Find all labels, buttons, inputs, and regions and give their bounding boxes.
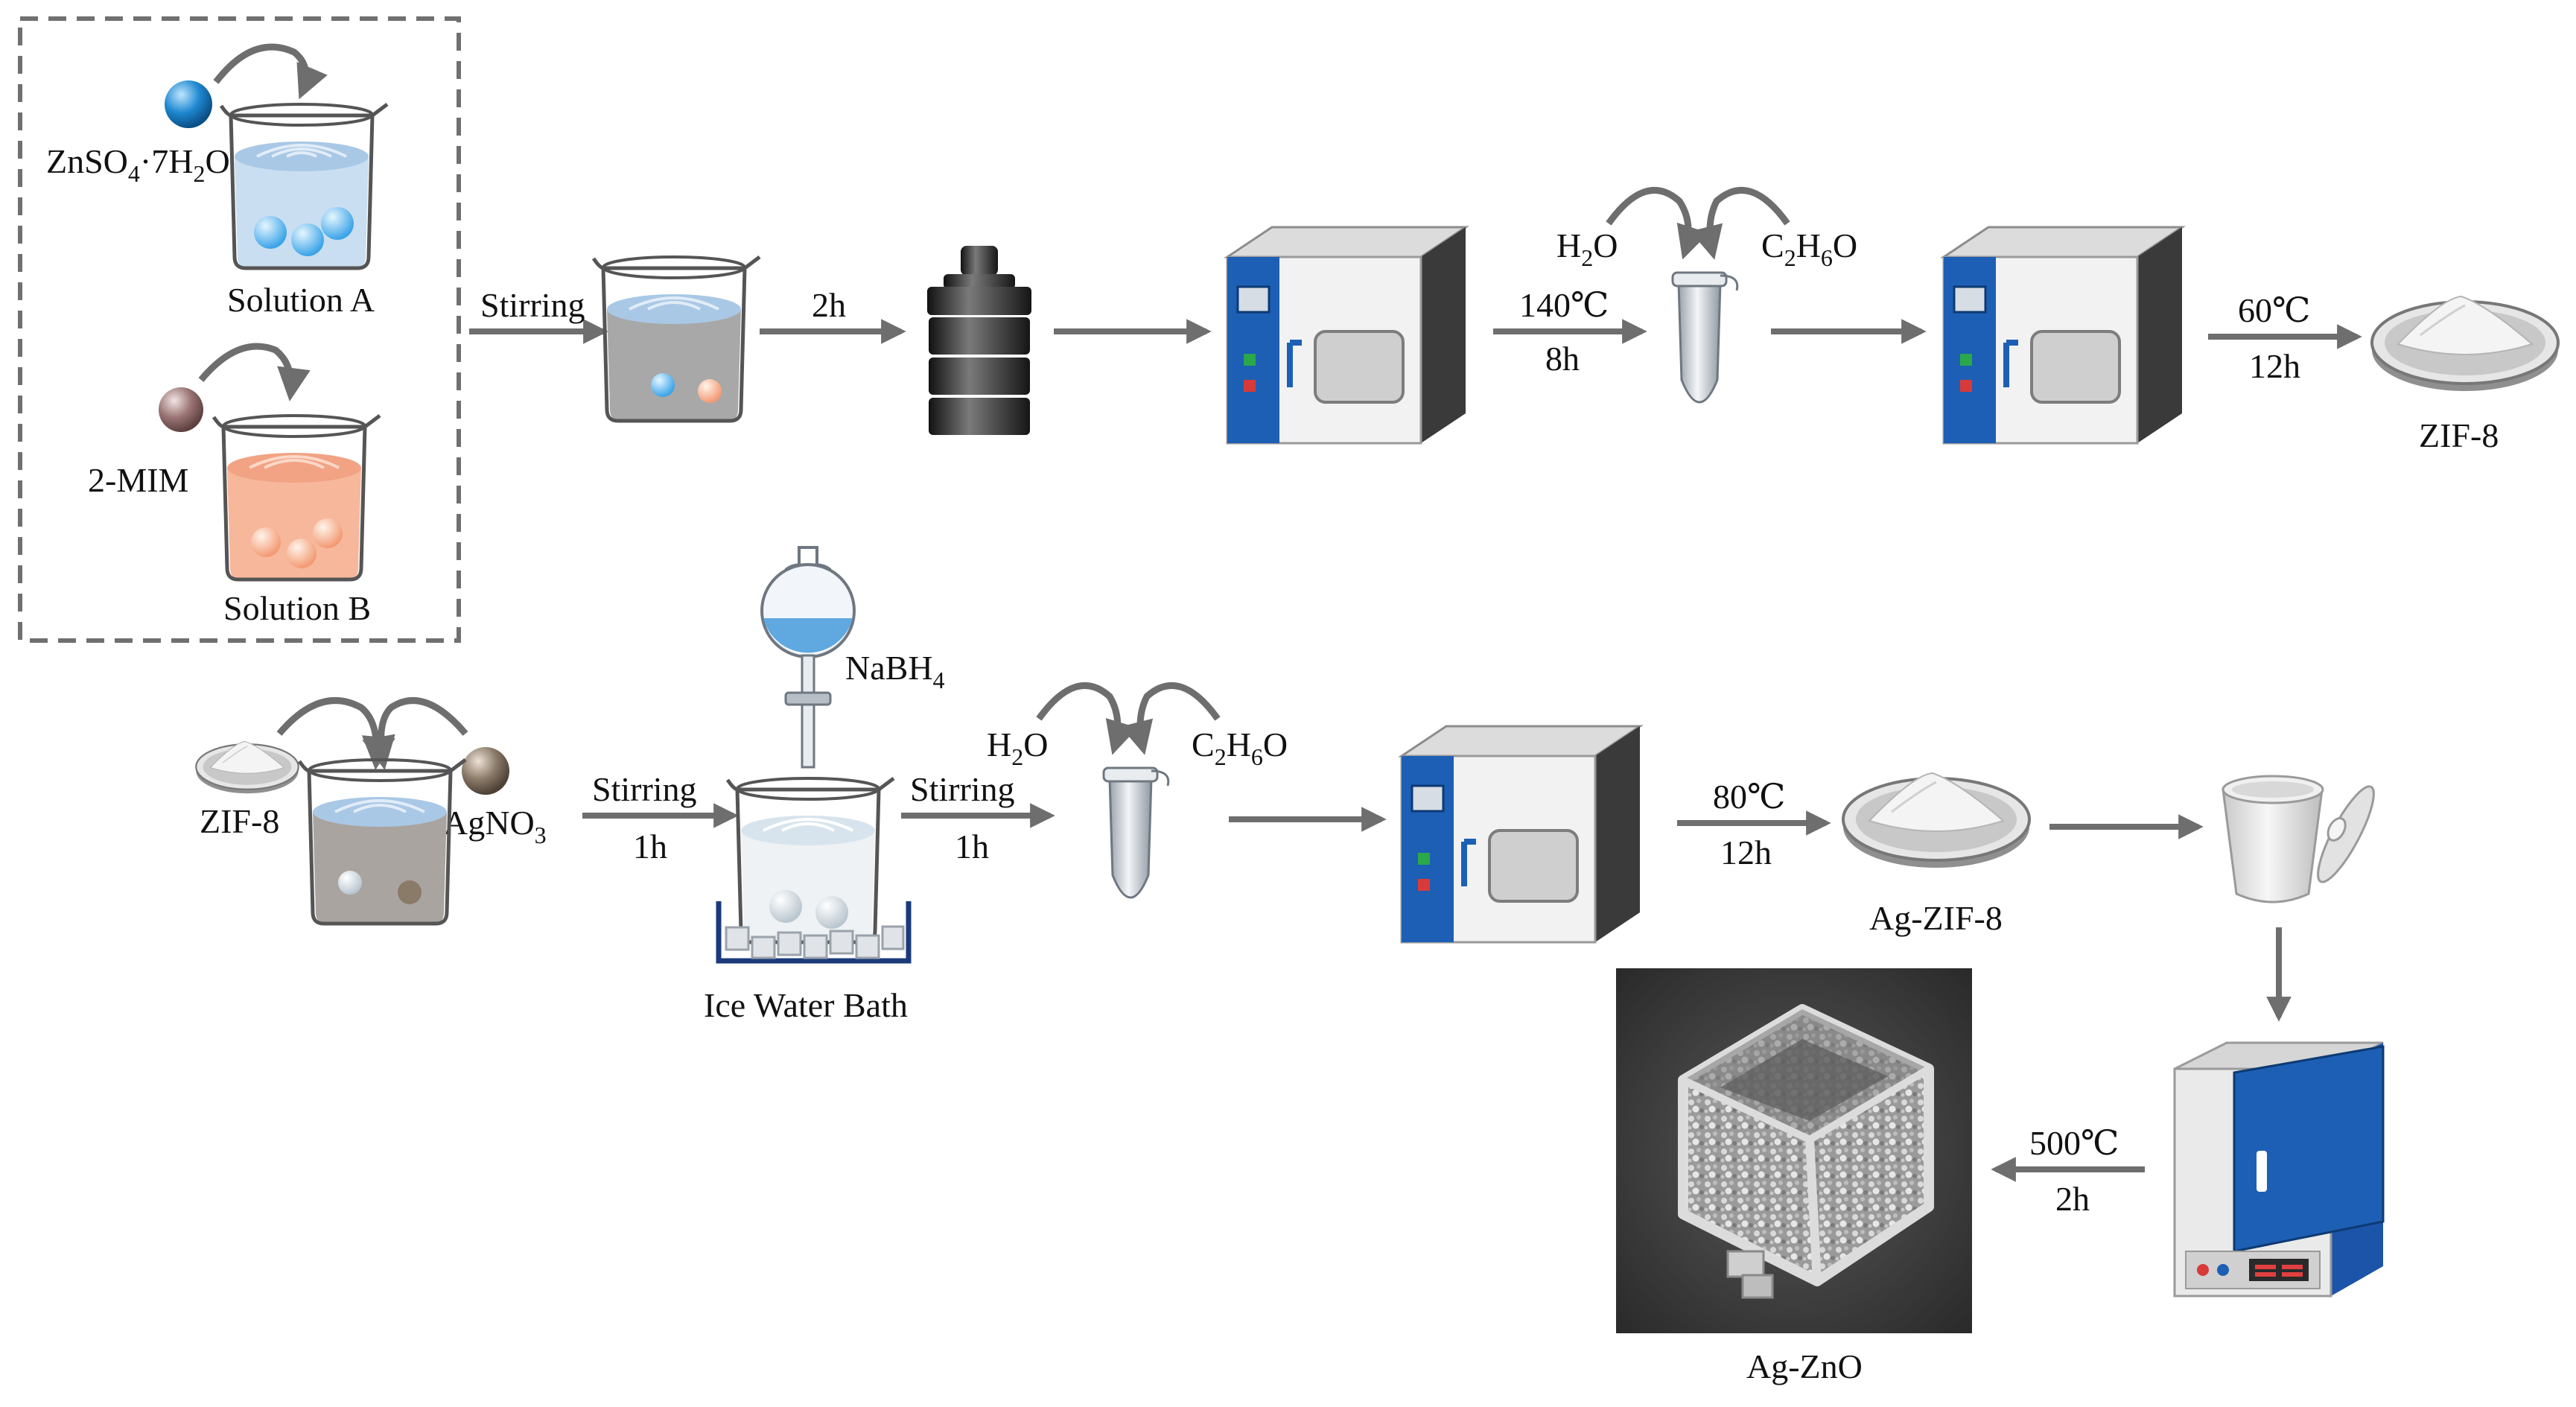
zif8-product-label: ZIF-8 xyxy=(2419,416,2499,454)
temp-60-label: 60℃ xyxy=(2238,291,2310,329)
drying-oven-icon xyxy=(1402,726,1640,942)
time-8h-label: 8h xyxy=(1545,340,1580,378)
add-arrow-icon xyxy=(1690,187,1790,260)
solution-a-label: Solution A xyxy=(227,281,375,319)
ice-bath-label: Ice Water Bath xyxy=(704,986,908,1024)
add-arrow-icon xyxy=(1120,682,1221,755)
stirring-label-2: Stirring xyxy=(592,770,697,808)
nabh4-label: NaBH4 xyxy=(845,649,945,693)
beaker-icon xyxy=(221,104,387,268)
separatory-funnel-icon xyxy=(760,546,856,769)
time-12h-label: 12h xyxy=(2249,347,2300,385)
time-1h-label-2: 1h xyxy=(955,828,989,866)
add-arrow-icon xyxy=(276,697,395,770)
ag-zno-label: Ag-ZnO xyxy=(1746,1347,1863,1385)
time-12h-label-2: 12h xyxy=(1720,833,1772,871)
agno3-sphere-icon xyxy=(462,747,509,795)
zinc-sulfate-sphere-icon xyxy=(165,80,212,128)
water-label-1: H2O xyxy=(1556,226,1618,271)
powder-dish-icon xyxy=(1842,772,2031,869)
sem-micrograph-icon xyxy=(1616,968,1972,1333)
beaker-icon xyxy=(214,416,380,579)
add-arrow-icon xyxy=(198,343,311,401)
stirring-label-1: Stirring xyxy=(480,286,585,324)
autoclave-icon xyxy=(927,246,1031,435)
time-1h-label-1: 1h xyxy=(633,828,667,866)
beaker-icon xyxy=(299,760,465,924)
zif8-reagent-label: ZIF-8 xyxy=(200,802,279,840)
drying-oven-icon xyxy=(1227,227,1466,443)
solution-b-label: Solution B xyxy=(223,589,371,627)
add-arrow-icon xyxy=(1036,682,1138,755)
water-label-2: H2O xyxy=(987,725,1048,770)
time-2h-label: 2h xyxy=(812,286,846,324)
add-arrow-icon xyxy=(362,697,468,770)
powder-dish-icon xyxy=(2370,295,2560,393)
temp-80-label: 80℃ xyxy=(1713,778,1785,816)
mixed-beaker-icon xyxy=(594,257,760,421)
muffle-furnace-icon xyxy=(2173,1041,2385,1298)
add-arrow-icon xyxy=(1606,187,1709,260)
zinc-salt-label: ZnSO4·7H2O xyxy=(46,142,230,187)
temp-500-label: 500℃ xyxy=(2029,1124,2119,1162)
centrifuge-tube-icon xyxy=(1671,271,1739,404)
centrifuge-tube-icon xyxy=(1102,766,1170,899)
beaker-icon xyxy=(728,778,894,942)
2-mim-label: 2-MIM xyxy=(88,461,188,499)
precursor-group-box xyxy=(18,16,461,643)
ethanol-label-2: C2H6O xyxy=(1192,725,1288,770)
add-arrow-icon xyxy=(213,43,328,100)
ag-zif8-label: Ag-ZIF-8 xyxy=(1869,899,2003,937)
drying-oven-icon xyxy=(1944,227,2182,443)
crucible-icon xyxy=(2222,775,2375,903)
temp-140-label: 140℃ xyxy=(1519,286,1609,324)
2-mim-sphere-icon xyxy=(159,387,203,432)
ethanol-label-1: C2H6O xyxy=(1761,226,1857,271)
agno3-label: AgNO3 xyxy=(443,804,547,848)
powder-dish-icon xyxy=(195,740,299,795)
stirring-label-3: Stirring xyxy=(910,770,1015,808)
time-2h-label-2: 2h xyxy=(2055,1180,2090,1218)
ice-bath-icon xyxy=(716,901,912,964)
